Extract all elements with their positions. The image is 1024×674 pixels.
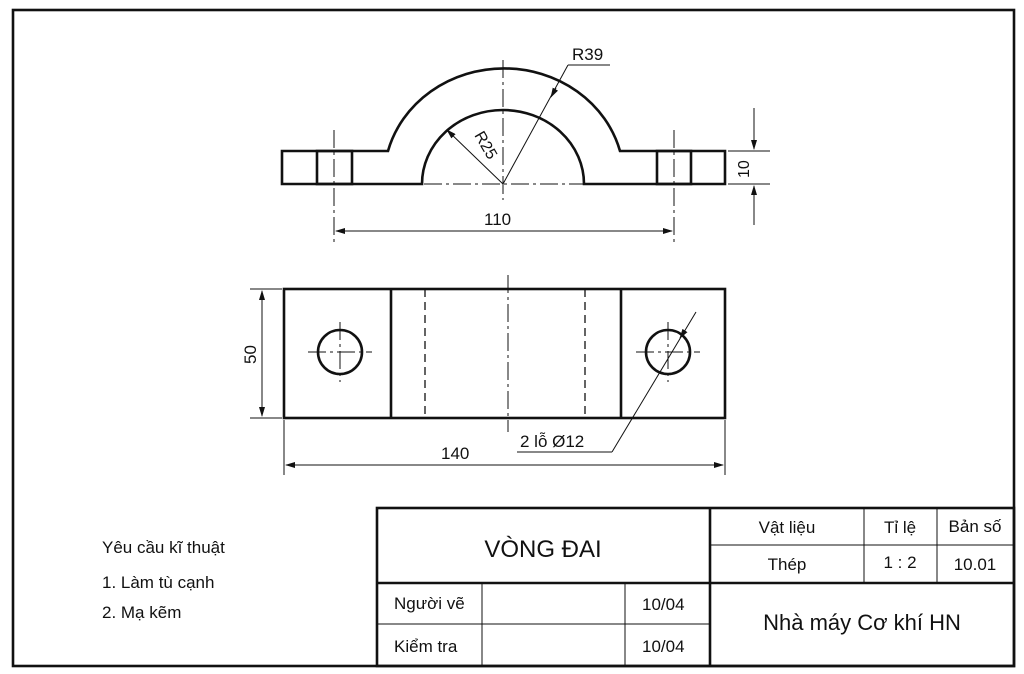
drawn-by-label: Người vẽ: [394, 594, 465, 613]
r39-arrow: [550, 87, 558, 98]
scale-label: Tỉ lệ: [884, 518, 916, 537]
checked-label: Kiểm tra: [394, 637, 458, 656]
part-name: VÒNG ĐAI: [484, 536, 601, 563]
sheet-value: 10.01: [954, 555, 997, 574]
sheet-label: Bản số: [949, 517, 1002, 536]
technical-requirements: Yêu cầu kĩ thuật 1. Làm tù cạnh 2. Mạ kẽ…: [102, 538, 225, 622]
note-item: 2. Mạ kẽm: [102, 603, 181, 622]
material-value: Thép: [768, 555, 807, 574]
dim-10-label: 10: [736, 160, 753, 178]
top-view: 50 140 2 lỗ Ø12: [241, 275, 727, 475]
r39-leader: [502, 64, 569, 185]
note-item: 1. Làm tù cạnh: [102, 573, 214, 592]
r25-leader: [446, 129, 504, 185]
title-block: VÒNG ĐAI Vật liệu Thép Tỉ lệ 1 : 2 Bản s…: [375, 506, 1016, 668]
dim-50-label: 50: [241, 345, 260, 364]
dim-140-label: 140: [441, 444, 469, 463]
material-label: Vật liệu: [759, 518, 816, 537]
hatched-section: [280, 67, 727, 186]
title-block-border: [375, 506, 1016, 668]
company-name: Nhà máy Cơ khí HN: [763, 610, 961, 635]
scale-value: 1 : 2: [883, 553, 916, 572]
front-section-view: R25 R39 110 10: [280, 45, 770, 245]
holes-arrow: [679, 328, 688, 339]
outline: [282, 287, 727, 420]
checked-date: 10/04: [642, 637, 685, 656]
holes-label: 2 lỗ Ø12: [520, 432, 584, 451]
notes-title: Yêu cầu kĩ thuật: [102, 538, 225, 557]
drawn-date: 10/04: [642, 595, 685, 614]
dim-110-label: 110: [484, 210, 511, 229]
r39-label: R39: [572, 45, 603, 64]
